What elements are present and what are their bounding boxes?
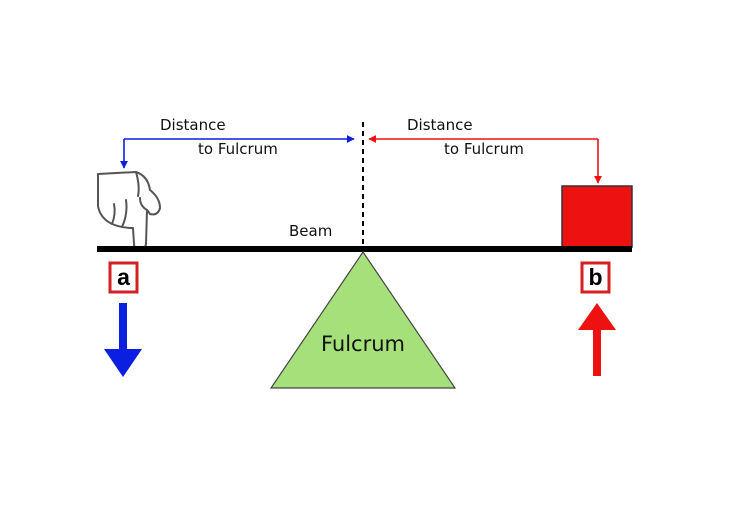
up-force-arrow-icon bbox=[578, 303, 616, 376]
marker-a: a bbox=[108, 261, 139, 294]
fulcrum-triangle bbox=[269, 250, 457, 389]
marker-a-label: a bbox=[117, 264, 130, 290]
beam bbox=[97, 246, 632, 252]
marker-b: b bbox=[580, 261, 611, 294]
distance-left-label-line1: Distance bbox=[160, 116, 226, 134]
right-distance-arrow bbox=[368, 135, 602, 184]
load-weight-box bbox=[561, 185, 633, 248]
beam-label: Beam bbox=[289, 222, 332, 240]
fulcrum-label: Fulcrum bbox=[321, 332, 405, 356]
marker-b-label: b bbox=[588, 264, 602, 290]
distance-left-label-line2: to Fulcrum bbox=[198, 140, 278, 158]
distance-right-label-line1: Distance bbox=[407, 116, 473, 134]
pointing-hand-icon bbox=[97, 171, 161, 251]
distance-right-label-line2: to Fulcrum bbox=[444, 140, 524, 158]
left-distance-arrow bbox=[120, 135, 355, 169]
down-force-arrow-icon bbox=[104, 303, 142, 377]
